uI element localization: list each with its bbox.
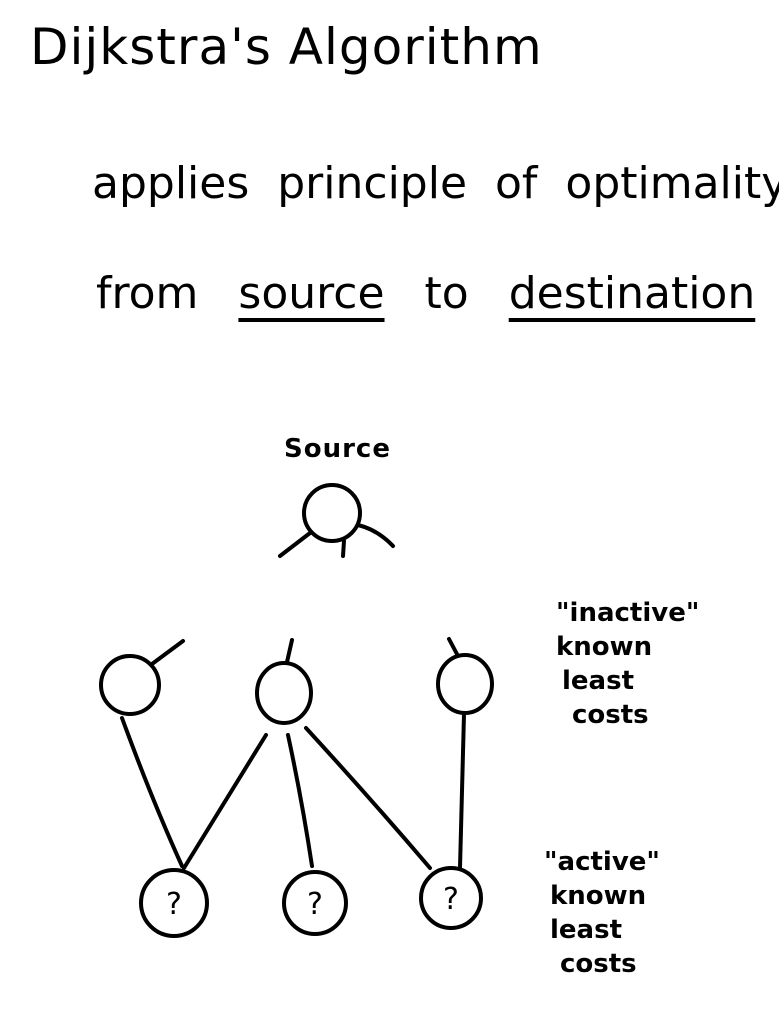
edge-inactive2-active1 [182,733,268,870]
word-from: from [96,268,199,319]
inactive-node-3 [436,653,494,715]
inactive-label-line-1: "inactive" [556,598,700,628]
word-to: to [424,268,469,319]
active-node-1-mark: ? [166,887,182,922]
inactive-node-1-stub [150,639,185,666]
description-line-1: applies principle of optimality [92,158,779,209]
edge-inactive3-active3 [458,712,466,870]
inactive-nodes-label: "inactive" known least costs [556,596,699,732]
inactive-label-line-4: costs [572,700,649,730]
inactive-label-line-2: known [556,632,653,662]
active-node-2-mark: ? [307,887,323,922]
word-destination-underlined: destination [508,268,756,319]
source-edge-middle [341,539,346,558]
source-edge-left [278,531,312,558]
source-node [302,483,362,543]
source-edge-right [356,523,395,548]
active-node-3-mark: ? [443,882,459,917]
active-label-line-2: known [550,881,647,911]
edge-inactive2-active3 [304,726,432,870]
active-node-2 [282,870,348,936]
inactive-node-3-stub [447,637,460,658]
inactive-node-2 [255,661,313,725]
edge-inactive2-active2 [286,733,314,868]
active-label-line-1: "active" [544,847,660,877]
source-node-label: Source [284,434,391,464]
edge-inactive1-active1 [120,716,184,868]
inactive-node-1 [99,654,161,716]
active-label-line-4: costs [560,949,637,979]
active-label-line-3: least [550,915,622,945]
active-node-1 [139,868,209,938]
inactive-node-2-stub [285,638,294,664]
inactive-label-line-3: least [562,666,634,696]
active-node-3 [419,866,483,930]
active-nodes-label: "active" known least costs [544,845,660,981]
word-source-underlined: source [238,268,385,319]
page-title: Dijkstra's Algorithm [30,18,543,76]
